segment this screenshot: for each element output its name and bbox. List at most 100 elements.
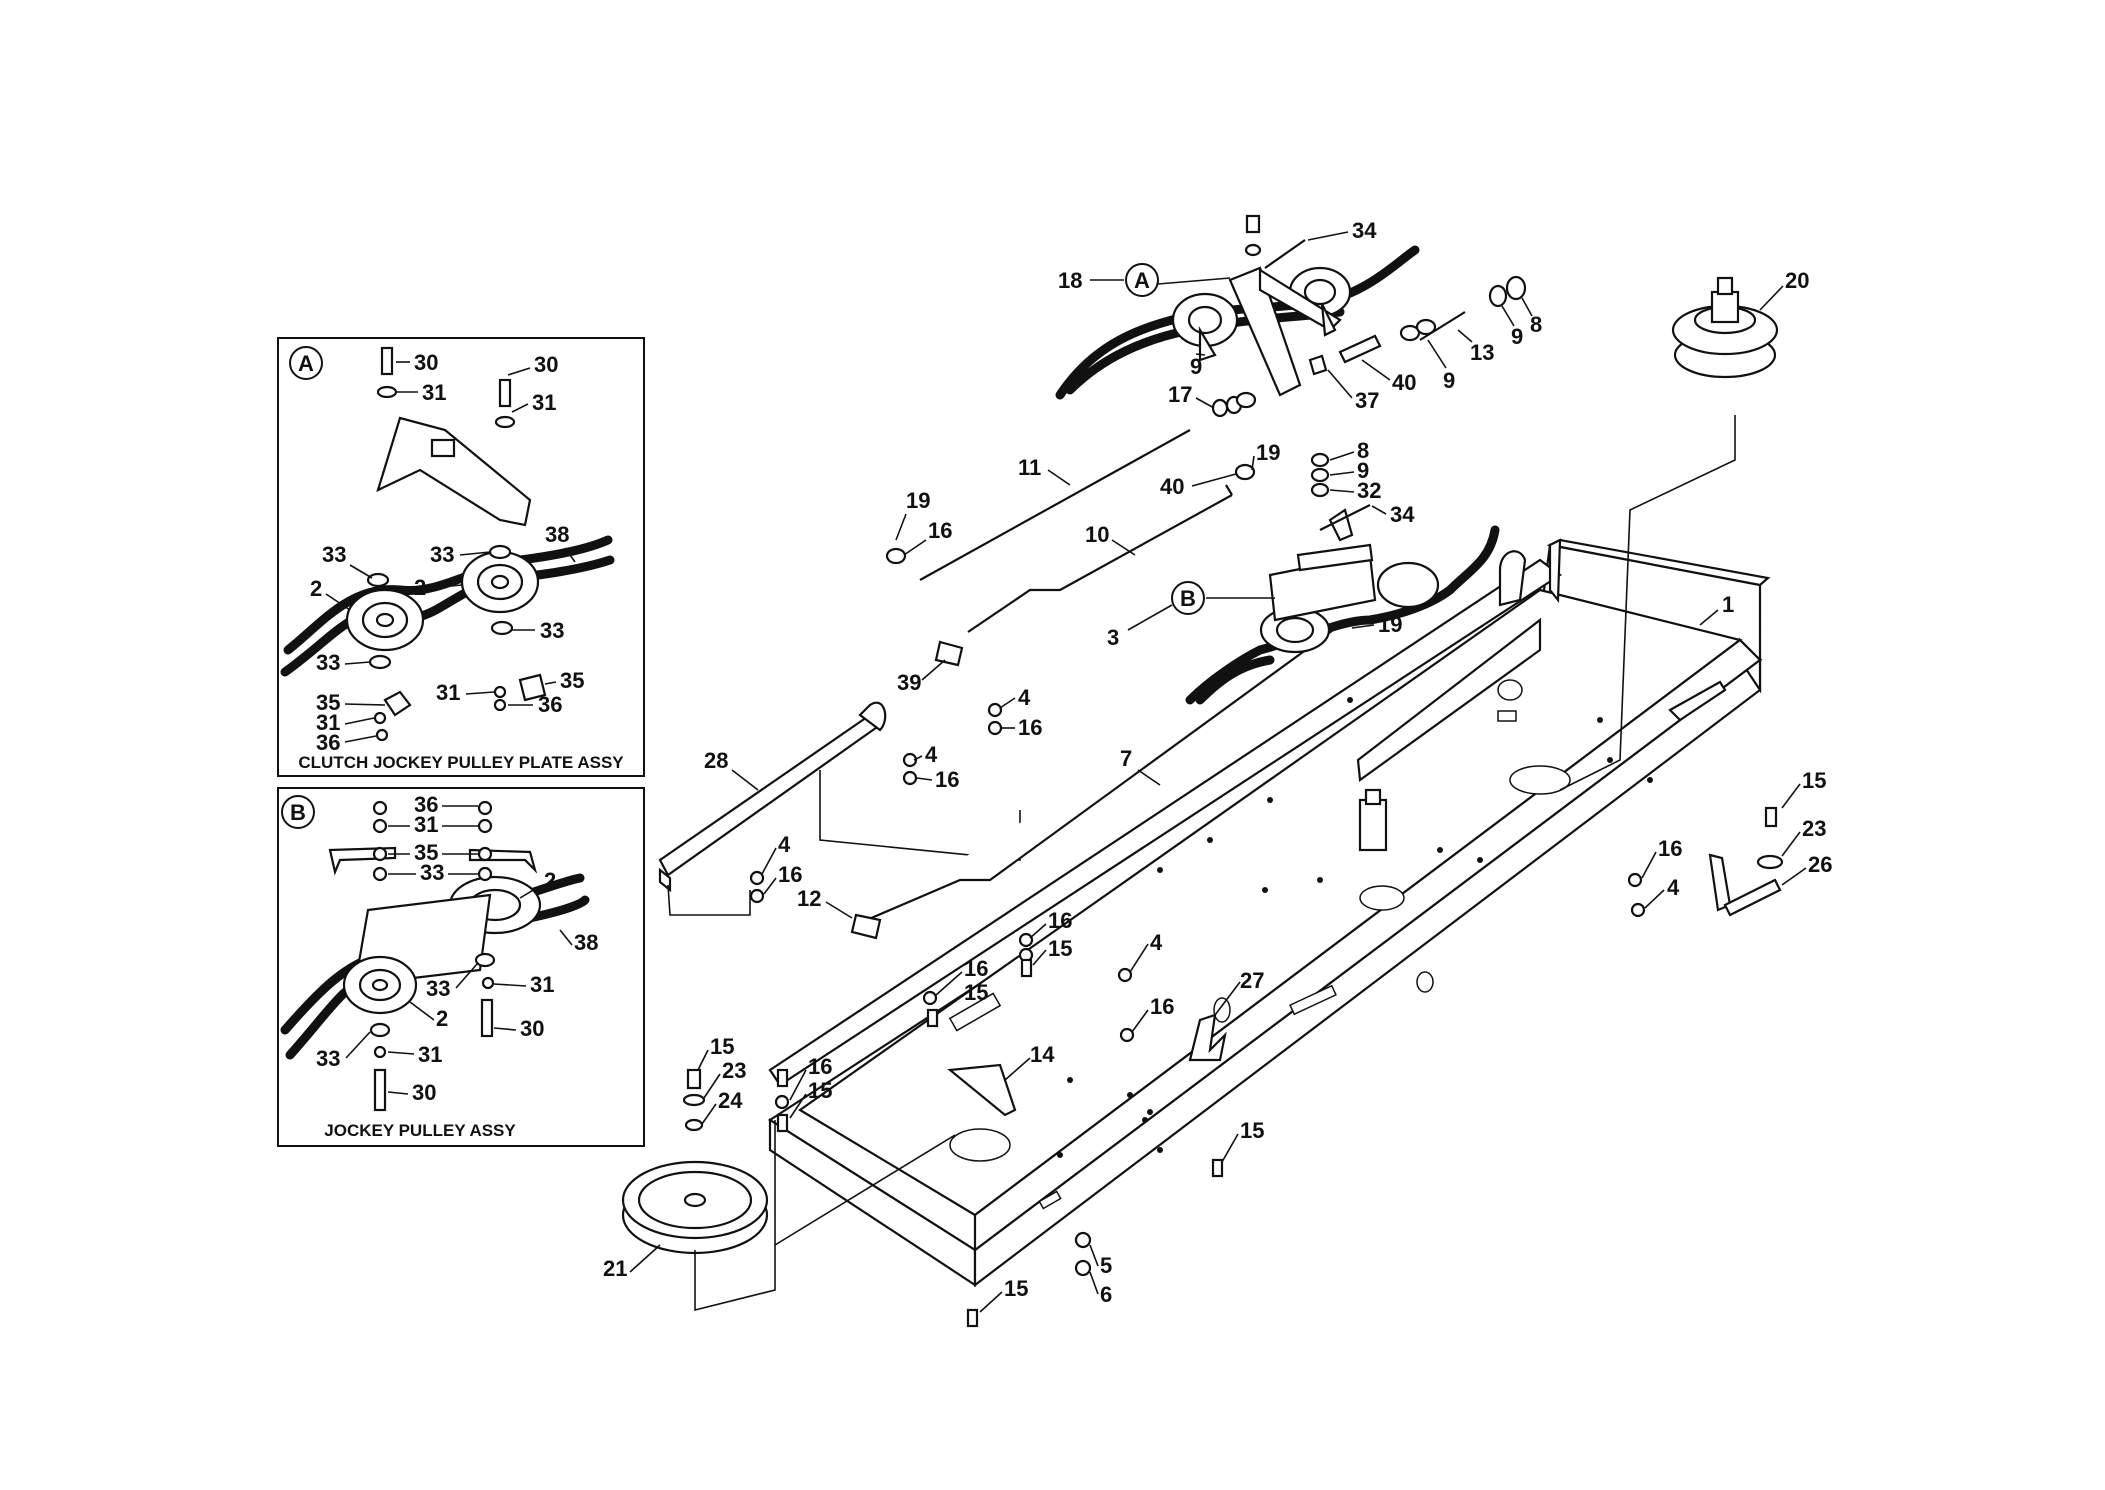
- inset-a-letter: A: [298, 351, 314, 376]
- label-32: 32: [1357, 478, 1381, 503]
- label-38: 38: [545, 522, 569, 547]
- callout-a-letter: A: [1134, 268, 1150, 293]
- main-labels: 34 18 20 9 17 37 40 9 13 9 8 11 19 40 8 …: [603, 218, 1832, 1313]
- label-40: 40: [1160, 474, 1184, 499]
- label-15: 15: [1802, 768, 1826, 793]
- label-21: 21: [603, 1256, 627, 1281]
- label-7: 7: [1120, 746, 1132, 771]
- label-39: 39: [897, 670, 921, 695]
- label-4: 4: [1150, 930, 1163, 955]
- label-19: 19: [1256, 440, 1280, 465]
- inset-b: B JOCKEY PULLEY ASSY 36 31 35 33: [277, 787, 645, 1147]
- label-18: 18: [1058, 268, 1082, 293]
- clutch-plate: [376, 416, 532, 527]
- pulley-21: [621, 1068, 956, 1312]
- label-16: 16: [808, 1054, 832, 1079]
- label-36: 36: [316, 730, 340, 755]
- label-36: 36: [538, 692, 562, 717]
- label-10: 10: [1085, 522, 1109, 547]
- label-4: 4: [1667, 875, 1680, 900]
- label-3: 3: [1107, 625, 1119, 650]
- label-33: 33: [420, 860, 444, 885]
- label-34: 34: [1390, 502, 1415, 527]
- bolt-30b: [498, 378, 512, 408]
- belt-inset-a: [280, 555, 615, 677]
- label-15: 15: [1240, 1118, 1264, 1143]
- inset-a-caption: CLUTCH JOCKEY PULLEY PLATE ASSY: [298, 753, 624, 772]
- label-5: 5: [1100, 1253, 1112, 1278]
- label-9: 9: [1190, 354, 1202, 379]
- label-11: 11: [1018, 455, 1041, 480]
- label-14: 14: [1030, 1042, 1055, 1067]
- label-31: 31: [422, 380, 446, 405]
- bracket-28: [658, 701, 1021, 916]
- label-30: 30: [534, 352, 558, 377]
- label-4: 4: [925, 742, 938, 767]
- label-9: 9: [1443, 368, 1455, 393]
- bolt-30a: [380, 346, 394, 376]
- label-16: 16: [1048, 908, 1072, 933]
- inset-b-caption: JOCKEY PULLEY ASSY: [324, 1121, 516, 1140]
- inset-a: A CLUTCH JOCKEY PULLEY PLATE ASSY: [277, 337, 645, 777]
- label-16: 16: [928, 518, 952, 543]
- label-35: 35: [414, 840, 438, 865]
- label-16: 16: [1150, 994, 1174, 1019]
- label-35: 35: [560, 668, 584, 693]
- label-13: 13: [1470, 340, 1494, 365]
- label-1: 1: [1722, 592, 1734, 617]
- label-33: 33: [426, 976, 450, 1001]
- hardware: [749, 702, 1646, 1328]
- label-31: 31: [532, 390, 556, 415]
- label-33: 33: [316, 1046, 340, 1071]
- rods: [850, 429, 1341, 940]
- label-15: 15: [1004, 1276, 1028, 1301]
- label-36: 36: [414, 792, 438, 817]
- label-4: 4: [778, 832, 791, 857]
- label-9: 9: [1357, 458, 1369, 483]
- label-15: 15: [964, 980, 988, 1005]
- label-27: 27: [1240, 968, 1264, 993]
- label-8: 8: [1357, 438, 1369, 463]
- label-34: 34: [1352, 218, 1377, 243]
- label-15: 15: [1048, 936, 1072, 961]
- label-33: 33: [322, 542, 346, 567]
- label-31: 31: [414, 812, 438, 837]
- label-35: 35: [316, 690, 340, 715]
- label-17: 17: [1168, 382, 1192, 407]
- label-24: 24: [718, 1088, 743, 1113]
- label-30: 30: [414, 350, 438, 375]
- label-31: 31: [418, 1042, 442, 1067]
- label-26: 26: [1808, 852, 1832, 877]
- label-40: 40: [1392, 370, 1416, 395]
- label-37: 37: [1355, 388, 1379, 413]
- label-2: 2: [436, 1006, 448, 1031]
- label-31: 31: [436, 680, 460, 705]
- label-31: 31: [316, 710, 340, 735]
- deck-frame: [767, 538, 1771, 1288]
- label-19: 19: [1378, 612, 1402, 637]
- label-20: 20: [1785, 268, 1809, 293]
- label-28: 28: [704, 748, 728, 773]
- label-33: 33: [540, 618, 564, 643]
- spindle-pulley-20: [1559, 276, 1779, 791]
- label-23: 23: [722, 1058, 746, 1083]
- lever-26: [1708, 806, 1784, 917]
- label-12: 12: [797, 886, 821, 911]
- label-30: 30: [412, 1080, 436, 1105]
- label-2: 2: [310, 576, 322, 601]
- mid-jockey-assy: B: [1171, 452, 1500, 705]
- label-2: 2: [414, 575, 426, 600]
- label-2: 2: [544, 868, 556, 893]
- label-15: 15: [808, 1078, 832, 1103]
- label-30: 30: [520, 1016, 544, 1041]
- label-38: 38: [574, 930, 598, 955]
- callout-b-letter: B: [1180, 586, 1196, 611]
- label-16: 16: [935, 767, 959, 792]
- label-33: 33: [316, 650, 340, 675]
- label-33: 33: [430, 542, 454, 567]
- label-4: 4: [1018, 685, 1031, 710]
- label-31: 31: [530, 972, 554, 997]
- label-19: 19: [906, 488, 930, 513]
- label-16: 16: [778, 862, 802, 887]
